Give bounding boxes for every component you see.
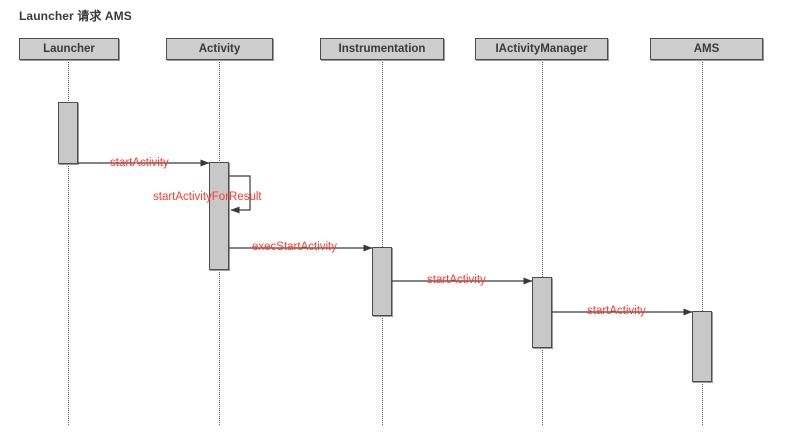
lifeline-line-launcher — [68, 62, 69, 425]
message-label-execstartactivity: execStartActivity — [252, 241, 337, 253]
lifeline-label: Activity — [198, 43, 241, 55]
lifeline-header-instrumentation[interactable]: Instrumentation — [320, 38, 444, 60]
lifeline-header-iactivitymanager[interactable]: IActivityManager — [475, 38, 608, 60]
diagram-title: Launcher 请求 AMS — [19, 9, 132, 23]
lifeline-line-ams — [702, 62, 703, 425]
lifeline-label: AMS — [693, 43, 720, 55]
activation-bar-iactivitymanager — [532, 277, 552, 348]
message-label-startactivity-2: startActivity — [427, 274, 486, 286]
lifeline-label: IActivityManager — [495, 43, 588, 55]
activation-bar-activity — [209, 162, 229, 270]
lifeline-label: Instrumentation — [338, 43, 426, 55]
message-label-startactivity-1: startActivity — [110, 157, 169, 169]
message-label-startactivity-3: startActivity — [587, 305, 646, 317]
lifeline-line-instrumentation — [382, 62, 383, 425]
lifeline-line-iactivitymanager — [542, 62, 543, 425]
message-label-startactivityforresult: startActivityForResult — [153, 191, 262, 203]
lifeline-header-ams[interactable]: AMS — [650, 38, 763, 60]
lifeline-label: Launcher — [43, 43, 95, 55]
lifeline-header-activity[interactable]: Activity — [166, 38, 273, 60]
activation-bar-ams — [692, 311, 712, 382]
lifeline-header-launcher[interactable]: Launcher — [19, 38, 119, 60]
activation-bar-launcher — [58, 102, 78, 164]
activation-bar-instrumentation — [372, 247, 392, 316]
